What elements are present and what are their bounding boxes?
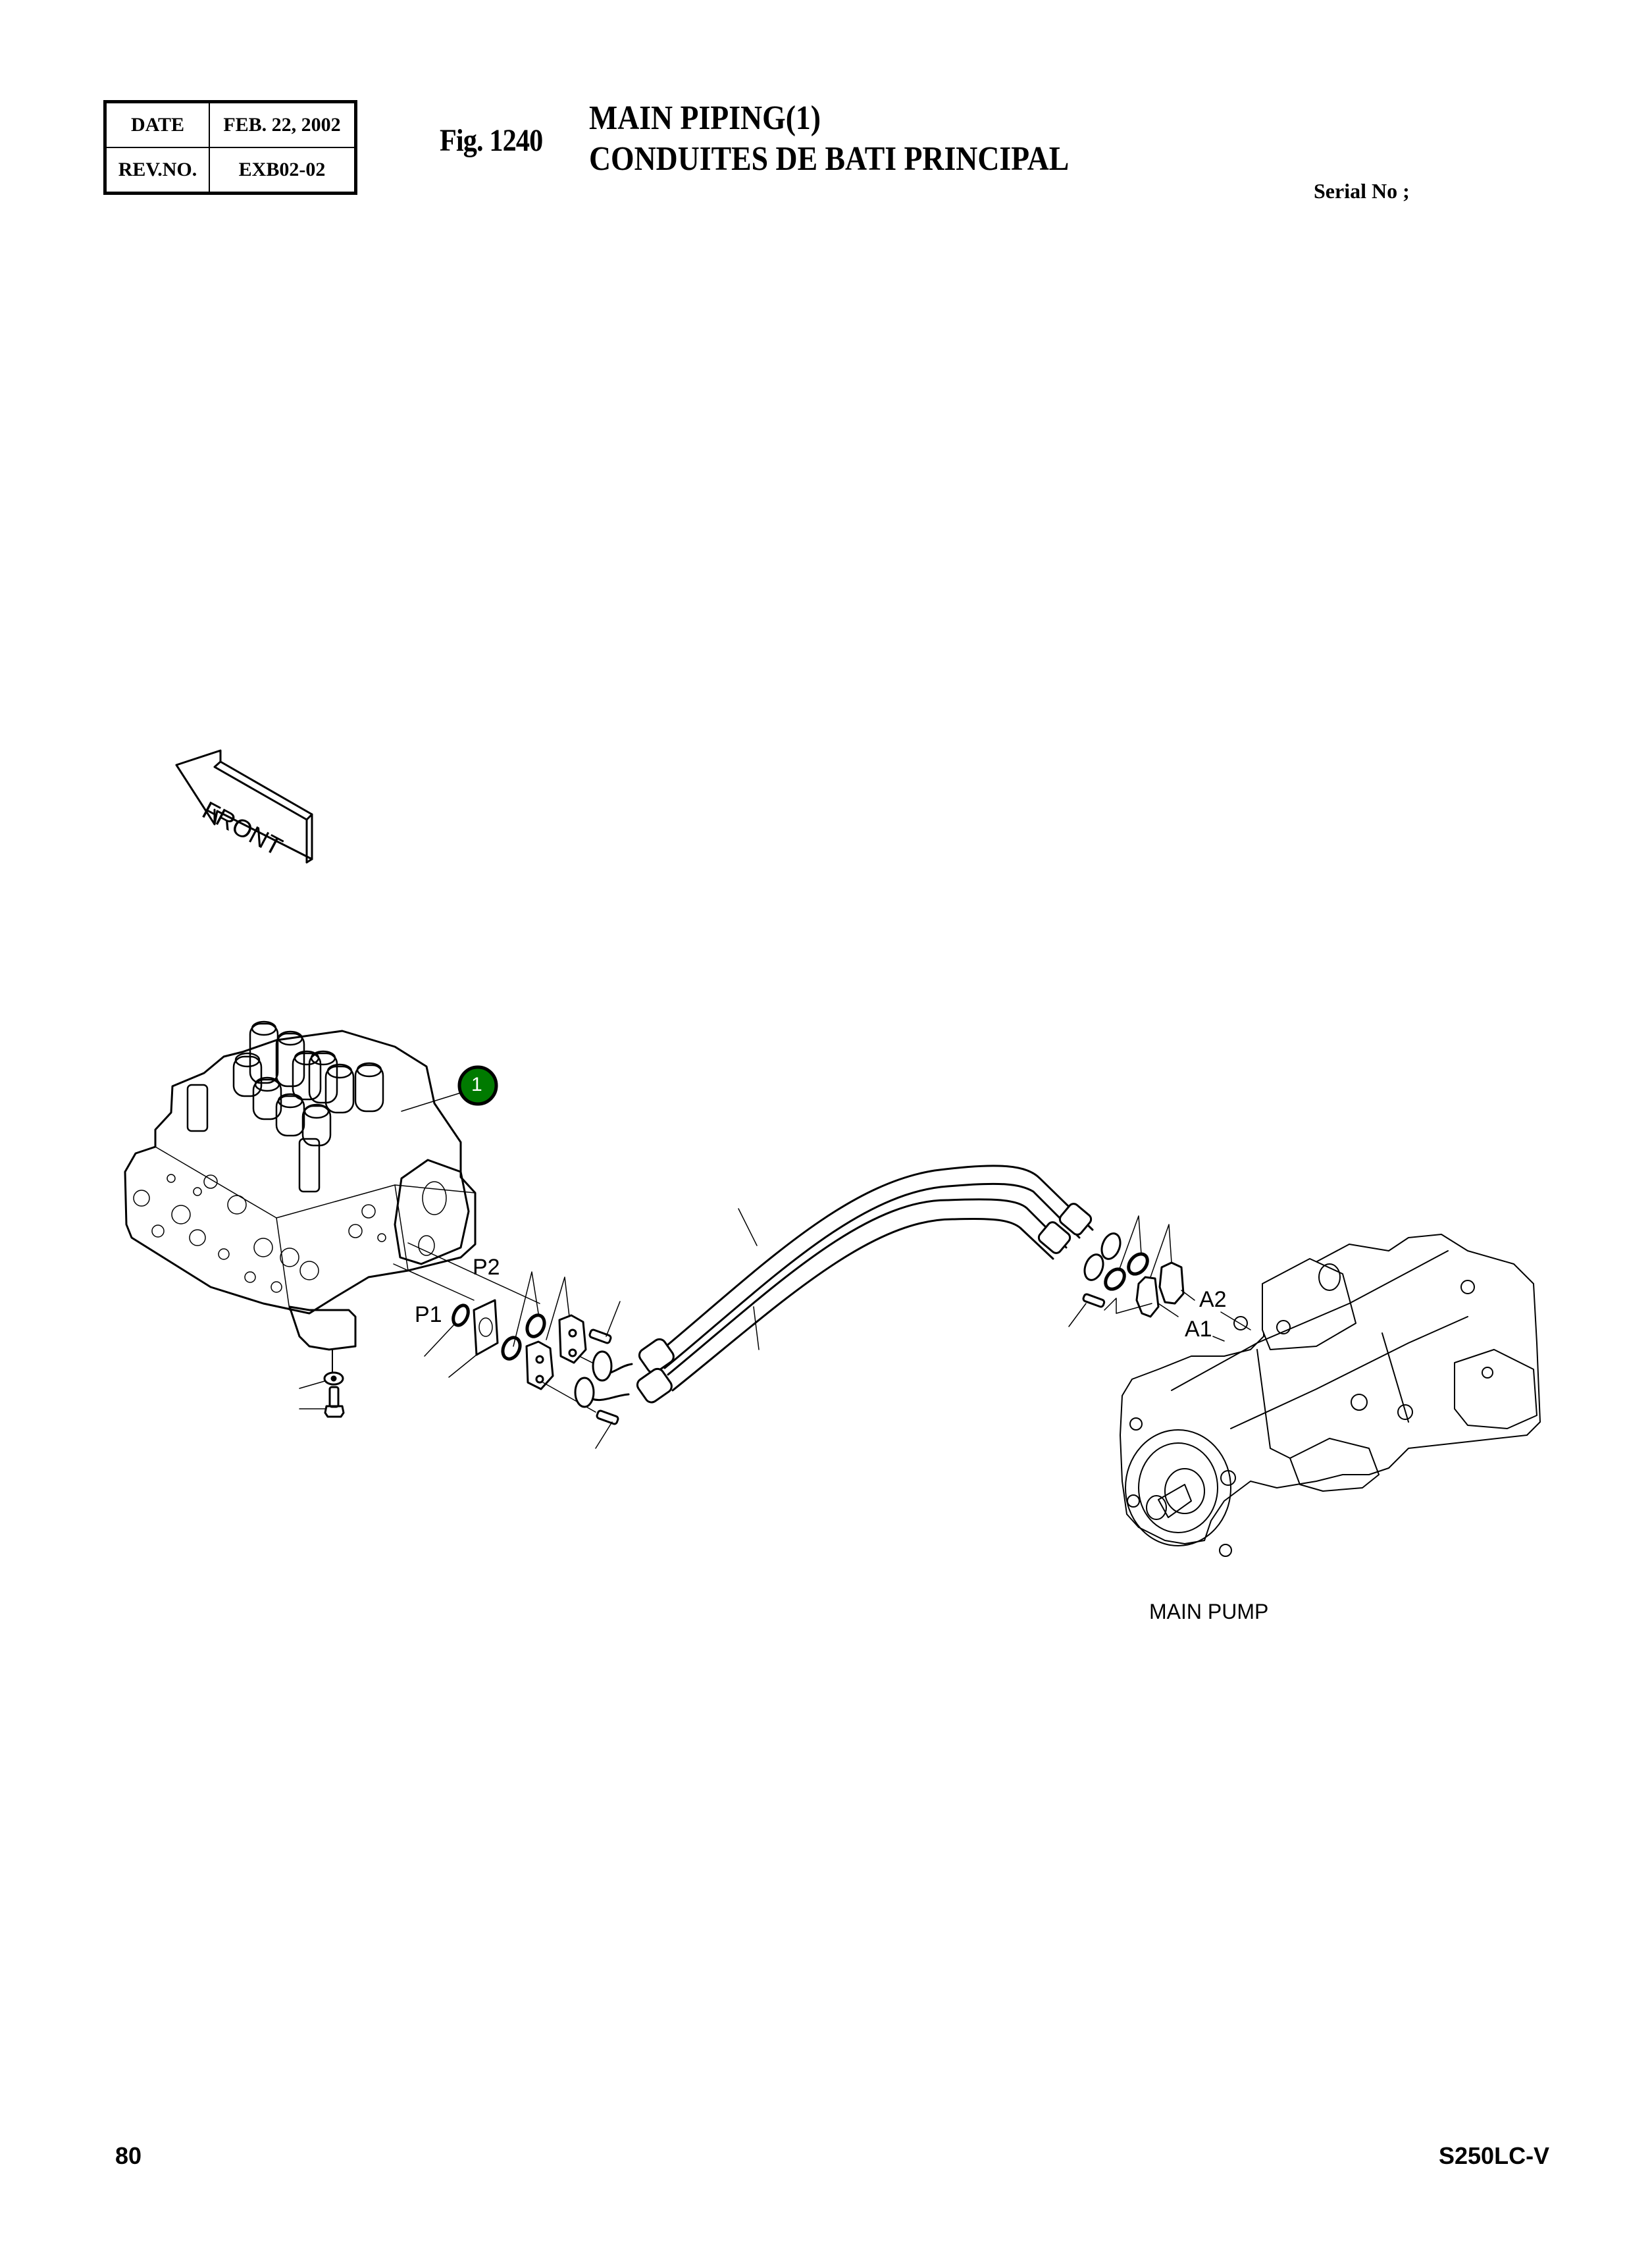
hex-bolt-icon [299,1386,345,1418]
main-control-valve [124,1020,477,1373]
blank-flange-icon [473,1299,499,1356]
socket-bolt-icon [1082,1293,1106,1308]
rev-no-value: EXB02-02 [209,147,357,194]
a-port-parts [1068,1215,1251,1342]
split-flange-icon [1135,1261,1185,1318]
page-number: 80 [115,2142,142,2169]
main-pump-label: MAIN PUMP [1149,1600,1269,1623]
o-ring-icon [1127,1252,1149,1276]
o-ring-icon [501,1336,522,1361]
main-pump [1120,1234,1541,1557]
port-label-p2: P2 [473,1255,500,1280]
rev-no-label: REV.NO. [104,147,210,194]
model-number: S250LC-V [1439,2142,1550,2169]
callout-1 [401,1065,498,1112]
date-label: DATE [104,101,210,148]
hydraulic-hose-icon [574,1165,1122,1408]
o-ring-icon [452,1303,470,1327]
split-flange-icon [525,1314,587,1390]
p-port-parts [393,1242,621,1449]
o-ring-icon [1104,1267,1126,1291]
front-arrow-icon [175,749,313,864]
port-label-p1: P1 [415,1302,442,1327]
revision-table: DATE FEB. 22, 2002 REV.NO. EXB02-02 [103,100,357,195]
revision-row-number: REV.NO. EXB02-02 [104,147,357,194]
callout-number-1: 1 [471,1074,482,1095]
socket-bolt-icon [588,1328,619,1425]
date-value: FEB. 22, 2002 [209,101,357,148]
page-title-fr: CONDUITES DE BATI PRINCIPAL [589,140,1070,178]
serial-number-label: Serial No ; [1314,179,1410,203]
revision-row-date: DATE FEB. 22, 2002 [104,101,357,148]
figure-number: Fig. 1240 [440,123,543,158]
port-label-a1: A1 [1185,1317,1212,1342]
page-title-en: MAIN PIPING(1) [589,99,821,137]
washer-icon [299,1371,344,1389]
o-ring-icon [525,1313,546,1338]
port-label-a2: A2 [1199,1287,1227,1312]
